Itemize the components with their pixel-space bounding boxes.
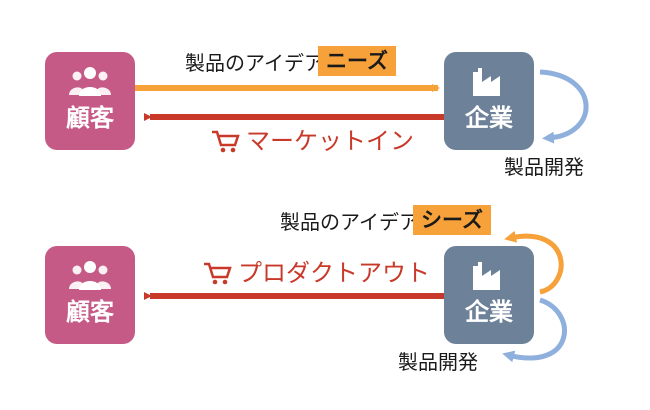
shopping-cart-icon [204, 262, 232, 285]
product-dev-bottom: 製品開発 [398, 350, 478, 374]
product-dev-top: 製品開発 [504, 155, 584, 179]
seeds-loop-arrow [504, 230, 564, 295]
customer-label: 顧客 [66, 104, 114, 132]
product-out-label: プロダクトアウト [202, 258, 430, 288]
customer-box-top: 顧客 [45, 52, 135, 150]
customer-label: 顧客 [66, 298, 114, 326]
shopping-cart-icon [212, 130, 240, 153]
company-label: 企業 [465, 298, 513, 326]
market-in-text: マーケットイン [246, 127, 414, 155]
market-in-label: マーケットイン [210, 126, 414, 156]
people-icon [69, 67, 111, 96]
people-icon [69, 261, 111, 290]
company-box-top: 企業 [444, 52, 534, 150]
factory-icon [473, 68, 500, 96]
product-out-text: プロダクトアウト [238, 259, 430, 287]
factory-icon [473, 262, 500, 290]
idea-text-top: 製品のアイデア [185, 51, 324, 75]
top-product-dev-loop [539, 69, 589, 144]
needs-tag: ニーズ [318, 46, 396, 76]
idea-text-bottom: 製品のアイデア [280, 210, 419, 234]
company-label: 企業 [465, 104, 513, 132]
seeds-tag: シーズ [413, 205, 491, 235]
company-box-bottom: 企業 [444, 246, 534, 344]
customer-box-bottom: 顧客 [45, 246, 135, 344]
bottom-product-dev-loop [502, 297, 567, 363]
